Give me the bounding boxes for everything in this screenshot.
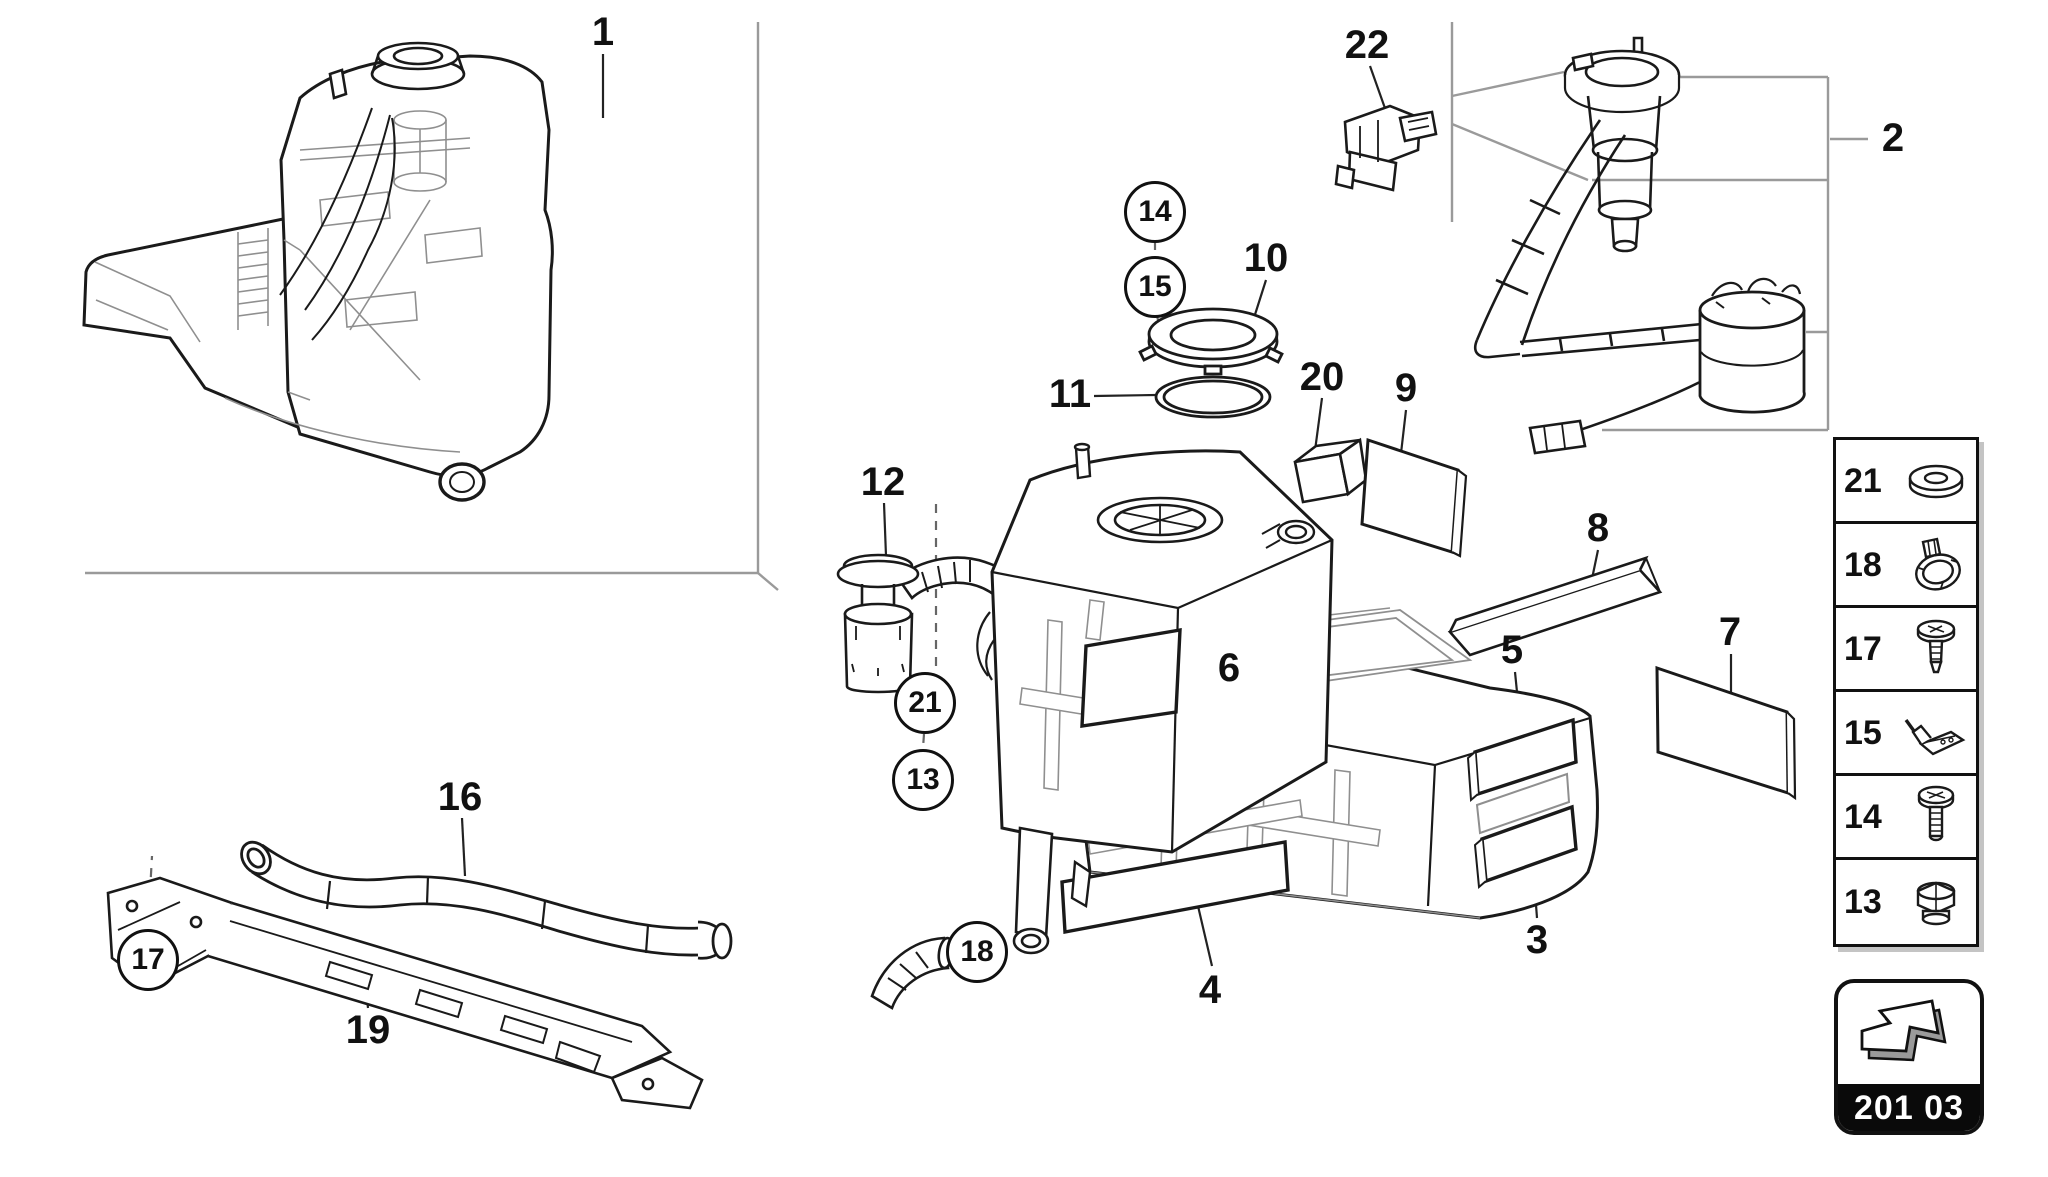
part-7-pad — [1655, 665, 1797, 801]
callout-2[interactable]: 2 — [1881, 116, 1905, 160]
callout-12[interactable]: 12 — [860, 460, 906, 504]
part-22-sensor — [1334, 104, 1438, 192]
part-11-seal-ring — [1154, 375, 1272, 419]
flange-screw-icon — [1896, 614, 1976, 684]
washer-icon — [1896, 446, 1976, 516]
badge-code-band: 201 03 — [1838, 1084, 1980, 1131]
fastener-row-14[interactable]: 14 — [1836, 776, 1976, 860]
pan-head-screw-icon — [1896, 782, 1976, 852]
part-8-strip — [1447, 555, 1663, 657]
fastener-row-17[interactable]: 17 — [1836, 608, 1976, 692]
frame-bracket-lines — [85, 22, 1868, 591]
callout-1[interactable]: 1 — [591, 10, 615, 54]
callout-circled-18[interactable]: 18 — [946, 921, 1008, 983]
callout-20[interactable]: 20 — [1299, 355, 1345, 399]
callout-22[interactable]: 22 — [1344, 23, 1390, 67]
part-18-hose-stub — [870, 936, 955, 1010]
table-number-badge[interactable]: 201 03 — [1834, 979, 1984, 1135]
retaining-clip-icon — [1896, 698, 1976, 768]
part-5-pad — [1466, 717, 1578, 803]
part-4-pad — [1060, 839, 1290, 935]
part-10-locking-ring — [1138, 307, 1284, 376]
callout-8[interactable]: 8 — [1586, 506, 1610, 550]
part-9-pad — [1360, 437, 1468, 558]
callout-16[interactable]: 16 — [437, 775, 483, 819]
callout-7[interactable]: 7 — [1718, 610, 1742, 654]
badge-code: 201 03 — [1854, 1088, 1964, 1127]
upper-tank-shell — [976, 442, 1334, 955]
callout-circled-15[interactable]: 15 — [1124, 256, 1186, 318]
callout-circled-13[interactable]: 13 — [892, 749, 954, 811]
fastener-number: 21 — [1844, 461, 1882, 500]
part-1-fuel-tank-assembly — [82, 41, 554, 502]
callout-11[interactable]: 11 — [1048, 372, 1092, 416]
page-forward-arrow-icon — [1848, 989, 1970, 1090]
callout-circled-14[interactable]: 14 — [1124, 181, 1186, 243]
callout-19[interactable]: 19 — [345, 1008, 391, 1052]
fastener-number: 13 — [1844, 883, 1882, 921]
fastener-row-18[interactable]: 18 — [1836, 524, 1976, 608]
fastener-number: 14 — [1844, 797, 1882, 836]
callout-10[interactable]: 10 — [1243, 236, 1289, 280]
part-16-hose — [240, 840, 733, 960]
callout-9[interactable]: 9 — [1394, 366, 1418, 410]
callout-4[interactable]: 4 — [1198, 968, 1222, 1012]
callout-3[interactable]: 3 — [1525, 918, 1549, 962]
hose-clamp-icon — [1896, 530, 1976, 600]
part-6-pad — [1080, 627, 1182, 728]
callout-6[interactable]: 6 — [1217, 646, 1241, 690]
part-19-heat-shield — [106, 876, 704, 1110]
fastener-legend-table: 21 18 17 — [1833, 437, 1979, 947]
callout-circled-17[interactable]: 17 — [117, 929, 179, 991]
part-3-pad — [1473, 804, 1578, 890]
fastener-row-21[interactable]: 21 — [1836, 440, 1976, 524]
fastener-number: 18 — [1844, 545, 1882, 584]
part-2-fuel-pump-assembly — [1473, 36, 1806, 455]
fastener-row-15[interactable]: 15 — [1836, 692, 1976, 776]
callout-circled-21[interactable]: 21 — [894, 672, 956, 734]
fastener-number: 17 — [1844, 629, 1882, 668]
fastener-row-13[interactable]: 13 — [1836, 860, 1976, 944]
fastener-number: 15 — [1844, 713, 1882, 752]
part-20-buffer-cube — [1293, 437, 1368, 504]
callout-5[interactable]: 5 — [1500, 628, 1524, 672]
flange-nut-icon — [1896, 867, 1976, 937]
middle-groove-pad — [1475, 772, 1571, 835]
